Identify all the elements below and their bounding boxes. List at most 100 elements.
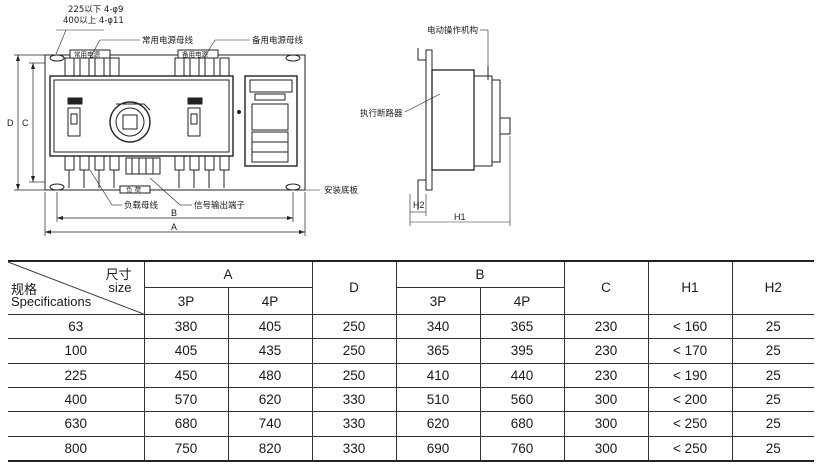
table-row: 63 380 405 250 340 365 230 < 160 25	[8, 313, 815, 340]
table-cell: 800	[8, 435, 145, 462]
table-cell: 365	[479, 313, 565, 340]
hole-note-225: 225以下 4-φ9	[68, 5, 123, 15]
dim-C-label: C	[22, 118, 29, 128]
table-cell: 740	[227, 411, 313, 437]
signal-terminal-block	[125, 157, 161, 175]
table-cell: 250	[311, 313, 397, 340]
mounting-plate-label: 安装底板	[324, 185, 359, 196]
table-cell: 690	[395, 435, 481, 462]
mounting-base-plate	[44, 54, 306, 191]
header-B: B	[395, 260, 565, 289]
header-D: D	[311, 260, 397, 315]
table-cell: 300	[563, 435, 649, 462]
table-cell: 630	[8, 411, 145, 437]
table-cell: 330	[311, 435, 397, 462]
table-cell: < 250	[647, 435, 733, 462]
dim-A-label: A	[171, 222, 177, 232]
table-cell: 25	[731, 435, 815, 462]
table-cell: 25	[731, 338, 815, 364]
rotary-handle	[109, 101, 151, 143]
corner-spec-cn: 规格	[11, 283, 38, 298]
normal-plate-label: 常用电源	[74, 50, 101, 59]
header-H1: H1	[647, 260, 733, 315]
load-bus-label: 负载母线	[124, 200, 159, 211]
dim-H2-label: H2	[413, 200, 425, 210]
table-cell: 100	[8, 338, 145, 364]
table-cell: 510	[395, 386, 481, 413]
table-cell: 680	[479, 411, 565, 437]
table-corner-cell: 尺寸 size 规格 Specifications	[8, 260, 145, 315]
table-cell: 750	[143, 435, 229, 462]
hole-note-400: 400以上 4-φ11	[63, 16, 124, 26]
table-cell: 380	[143, 313, 229, 340]
corner-spec-en: Specifications	[11, 294, 92, 309]
table-cell: 405	[143, 338, 229, 364]
table-cell: 230	[563, 362, 649, 388]
top-terminals-standby	[174, 57, 230, 77]
table-cell: < 250	[647, 411, 733, 437]
table-row: 400 570 620 330 510 560 300 < 200 25	[8, 386, 815, 413]
table-cell: 25	[731, 362, 815, 388]
table-cell: 410	[395, 362, 481, 388]
table-row: 225 450 480 250 410 440 230 < 190 25	[8, 362, 815, 388]
header-A-3P: 3P	[144, 287, 229, 315]
header-H2: H2	[731, 260, 815, 315]
table-cell: 25	[731, 386, 815, 413]
table-cell: 330	[311, 411, 397, 437]
controller-unit	[244, 75, 298, 167]
corner-size-en: size	[108, 280, 132, 295]
table-row: 100 405 435 250 365 395 230 < 170 25	[8, 338, 815, 364]
header-B-3P: 3P	[395, 287, 481, 315]
table-cell: 25	[731, 313, 815, 340]
breaker-label: 执行断路器	[360, 108, 403, 119]
table-cell: 250	[311, 362, 397, 388]
table-cell: 480	[227, 362, 313, 388]
standby-plate-label: 备用电源	[182, 50, 209, 59]
table-cell: < 200	[647, 386, 733, 413]
standby-bus-label: 备用电源母线	[252, 35, 304, 46]
header-A-4P: 4P	[227, 287, 313, 315]
table-cell: 63	[8, 313, 145, 340]
table-cell: 560	[479, 386, 565, 413]
table-cell: 820	[227, 435, 313, 462]
table-cell: 25	[731, 411, 815, 437]
table-cell: 300	[563, 411, 649, 437]
table-cell: 225	[8, 362, 145, 388]
table-cell: 340	[395, 313, 481, 340]
dim-H1-label: H1	[454, 212, 466, 222]
header-C: C	[563, 260, 649, 315]
table-cell: 680	[143, 411, 229, 437]
side-view	[404, 29, 511, 226]
table-row: 630 680 740 330 620 680 300 < 250 25	[8, 411, 815, 437]
table-cell: 440	[479, 362, 565, 388]
table-cell: 570	[143, 386, 229, 413]
table-cell: 435	[227, 338, 313, 364]
dim-D-label: D	[7, 118, 14, 128]
header-B-4P: 4P	[479, 287, 565, 315]
table-row: 800 750 820 330 690 760 300 < 250 25	[8, 435, 815, 462]
dimension-spec-table: 尺寸 size 规格 Specifications A D B C H1 H2 …	[8, 260, 815, 462]
table-cell: 365	[395, 338, 481, 364]
table-subheader-row: 3P 4P 3P 4P	[8, 287, 814, 315]
table-cell: < 170	[647, 338, 733, 364]
table-cell: 405	[227, 313, 313, 340]
normal-bus-label: 常用电源母线	[142, 35, 194, 46]
header-A: A	[143, 260, 313, 289]
signal-terminal-label: 信号输出端子	[194, 200, 246, 211]
switch-body	[49, 75, 234, 157]
table-cell: 395	[479, 338, 565, 364]
dim-B-label: B	[171, 208, 177, 218]
table-cell: 230	[563, 338, 649, 364]
table-cell: 330	[311, 386, 397, 413]
technical-drawing: 225以下 4-φ9 400以上 4-φ11 常用电源母线 备用电源母线 常用电…	[7, 5, 511, 236]
table-cell: 620	[227, 386, 313, 413]
table-cell: 450	[143, 362, 229, 388]
table-cell: < 190	[647, 362, 733, 388]
electric-mechanism-label: 电动操作机构	[427, 25, 478, 36]
top-terminals-normal	[64, 57, 120, 77]
table-cell: 760	[479, 435, 565, 462]
table-cell: 620	[395, 411, 481, 437]
corner-size-cn: 尺寸	[105, 268, 132, 283]
table-cell: 300	[563, 386, 649, 413]
table-cell: 230	[563, 313, 649, 340]
